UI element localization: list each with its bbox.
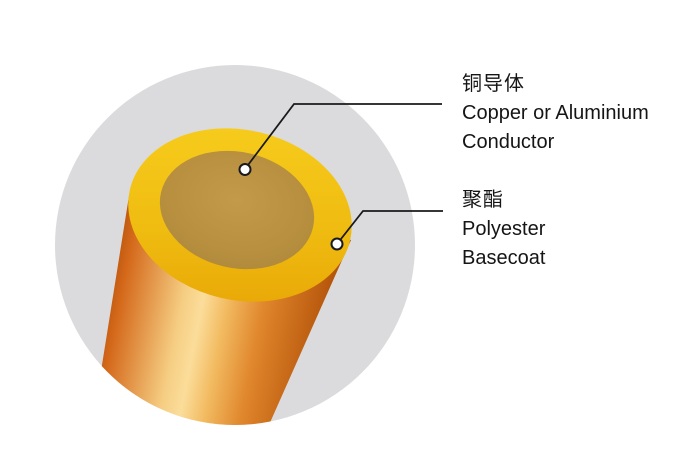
basecoat-leader-line [336,210,443,245]
conductor-leader-line [244,103,442,170]
conductor-label-en-line1: Copper or Aluminium [462,102,649,124]
conductor-core-ellipse [159,150,315,270]
basecoat-label-zh: 聚酯 [462,189,504,211]
basecoat-marker-dot [330,237,344,251]
conductor-marker-dot [238,163,252,176]
conductor-label-zh: 铜导体 [462,73,525,95]
conductor-label-en-line2: Conductor [462,131,555,153]
basecoat-label-en-line2: Basecoat [462,247,546,269]
basecoat-label: 聚酯 Polyester Basecoat [462,186,545,273]
conductor-label: 铜导体 Copper or Aluminium Conductor [462,70,649,157]
basecoat-label-en-line1: Polyester [462,218,546,240]
